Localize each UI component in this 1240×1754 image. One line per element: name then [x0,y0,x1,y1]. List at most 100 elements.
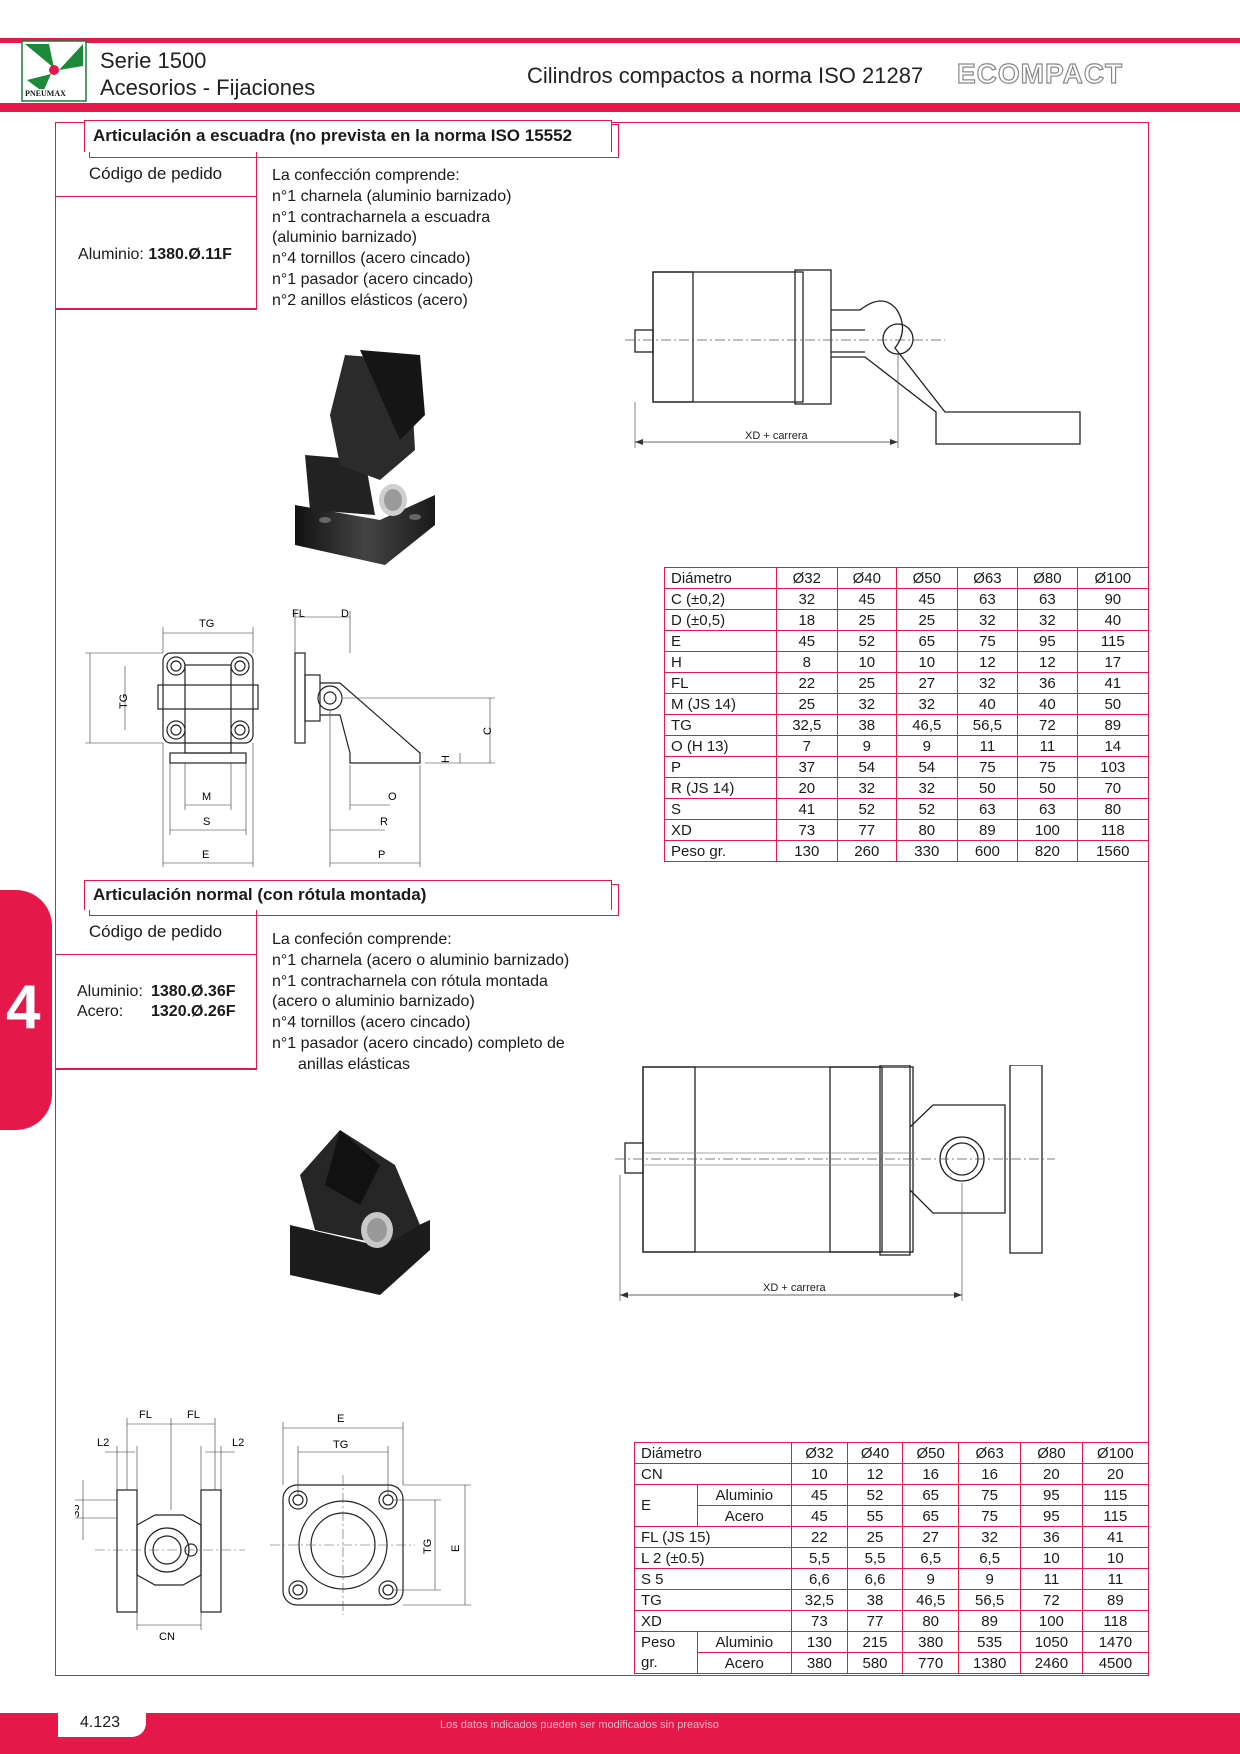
table-cell: 118 [1081,1610,1150,1632]
dim-H: H [440,755,452,763]
table-cell: 41 [1076,672,1150,694]
table-cell: 32,5 [790,1589,848,1611]
table-cell: 10 [790,1463,848,1485]
product-photo-angle-hinge [295,350,435,565]
table-cell: 5,5 [790,1547,848,1569]
table-cell: 52 [836,630,898,652]
table-cell: 89 [958,1610,1022,1632]
order-code-value: 1380.Ø.11F [148,246,232,263]
dim-CN: CN [159,1631,175,1643]
order-code-prefix-alu: Aluminio: [77,983,143,1000]
table-cell: 52 [896,798,958,820]
table-cell: H [663,651,778,673]
table-cell: 10 [1081,1547,1150,1569]
table-cell: 55 [846,1505,904,1527]
table-cell: 12 [1017,651,1078,673]
table-cell: 115 [1076,630,1150,652]
table-cell: 56,5 [958,1589,1022,1611]
table-cell: 72 [1020,1589,1083,1611]
table-cell: 32 [896,693,958,715]
table-cell: 1380 [958,1652,1022,1674]
table-cell: 11 [1081,1568,1150,1590]
dim-R: R [380,816,388,828]
table-cell: 10 [1020,1547,1083,1569]
order-code-label: Código de pedido [55,152,256,197]
table-cell: Peso gr. [663,840,778,862]
table-cell: 45 [896,588,958,610]
drawing1-dim-label: XD + carrera [745,430,809,442]
table-cell: Acero [696,1652,792,1674]
desc-line: n°2 anillos elásticos (acero) [272,291,468,309]
series-subtitle: Acesorios - Fijaciones [100,75,316,100]
table-cell: 32 [956,609,1019,631]
table-cell: 118 [1076,819,1150,841]
table-cell: 90 [1076,588,1150,610]
table-cell: 63 [956,588,1019,610]
table-cell: 1050 [1020,1631,1083,1653]
order-code-label: Código de pedido [55,910,256,955]
table-cell: 63 [1017,798,1078,820]
table-cell: FL [663,672,778,694]
table-cell: 16 [902,1463,960,1485]
table-cell: 20 [1020,1463,1083,1485]
table-cell: 100 [1020,1610,1083,1632]
table-cell: R (JS 14) [663,777,778,799]
table-cell: 73 [790,1610,848,1632]
dim-FL-right: FL [187,1409,200,1421]
table-cell: 6,6 [790,1568,848,1590]
table-cell: 5,5 [846,1547,904,1569]
table-cell: 20 [1081,1463,1150,1485]
table-cell: 32,5 [776,714,838,736]
dim-E: E [202,849,209,861]
table-cell: 46,5 [902,1589,960,1611]
drawing-clevis-side: XD + carrera [615,1065,1055,1301]
order-code: Aluminio: 1380.Ø.11F [55,246,255,264]
table-cell: 9 [896,735,958,757]
table-cell: 75 [956,756,1019,778]
table-cell: Ø40 [836,567,898,589]
table-cell: 11 [956,735,1019,757]
table-cell: 820 [1017,840,1078,862]
table-cell: 80 [902,1610,960,1632]
table-cell: 9 [958,1568,1022,1590]
table-cell: XD [663,819,778,841]
table-cell: 80 [1076,798,1150,820]
section1-title: Articulación a escuadra (no prevista en … [84,120,612,152]
table-cell: 115 [1081,1505,1150,1527]
table-cell: 65 [896,630,958,652]
table-cell: S [663,798,778,820]
table-cell: Ø100 [1076,567,1150,589]
table-cell: O (H 13) [663,735,778,757]
table-cell: 50 [1076,693,1150,715]
table-cell: 32 [896,777,958,799]
table-cell: 73 [776,819,838,841]
table-cell: 130 [790,1631,848,1653]
table-cell: 45 [836,588,898,610]
table-cell: FL (JS 15) [634,1526,792,1548]
table-cell: 32 [1017,609,1078,631]
dim-S: S [203,816,210,828]
table-cell: 36 [1017,672,1078,694]
desc-title: La confeción comprende: [272,931,452,948]
table-cell: 22 [790,1526,848,1548]
dim-L2-right: L2 [232,1437,244,1449]
table-cell: 16 [958,1463,1022,1485]
table-cell: 45 [776,630,838,652]
table-cell: 25 [846,1526,904,1548]
table-cell: 330 [896,840,958,862]
section1-order-box: Código de pedido Aluminio: 1380.Ø.11F [55,152,257,310]
table-cell: 9 [836,735,898,757]
section2-title: Articulación normal (con rótula montada) [84,880,612,910]
